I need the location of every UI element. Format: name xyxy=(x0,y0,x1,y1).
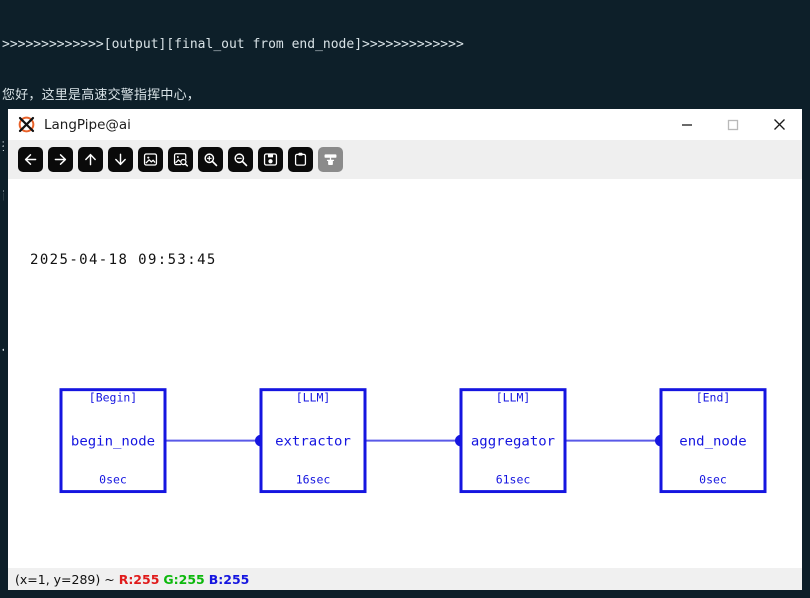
node-kind: [Begin] xyxy=(89,391,137,405)
up-button[interactable] xyxy=(78,147,103,172)
graph-canvas[interactable]: 2025-04-18 09:53:45 [Begin] begin_node xyxy=(8,179,802,568)
node-kind: [End] xyxy=(696,391,731,405)
node-kind: [LLM] xyxy=(296,391,331,405)
pixel-green-value: G:255 xyxy=(163,571,205,587)
node-name: aggregator xyxy=(471,434,555,450)
node-box xyxy=(459,388,567,494)
node-time: 0sec xyxy=(99,473,127,487)
window-title: LangPipe@ai xyxy=(44,116,131,133)
graph-node-begin_node[interactable]: [Begin] begin_node 0sec xyxy=(59,388,167,494)
arrow-up-icon xyxy=(85,153,96,166)
toolbar xyxy=(8,140,802,179)
node-name: end_node xyxy=(679,434,746,450)
node-time: 0sec xyxy=(699,473,727,487)
status-separator: ~ xyxy=(100,571,119,587)
minimize-icon xyxy=(682,123,692,126)
forward-button[interactable] xyxy=(48,147,73,172)
arrow-right-icon xyxy=(54,154,67,165)
pixel-red-value: R:255 xyxy=(118,571,160,587)
node-name: extractor xyxy=(275,434,351,450)
node-time: 61sec xyxy=(496,473,531,487)
node-box xyxy=(259,388,367,494)
down-button[interactable] xyxy=(108,147,133,172)
title-bar: LangPipe@ai xyxy=(8,109,802,140)
node-time: 16sec xyxy=(296,473,331,487)
clipboard-icon xyxy=(294,152,307,166)
zoom-in-button[interactable] xyxy=(198,147,223,172)
cursor-coordinates: (x=1, y=289) xyxy=(15,571,101,587)
node-box xyxy=(59,388,167,494)
image-icon xyxy=(143,153,158,166)
node-box xyxy=(659,388,767,494)
close-button[interactable] xyxy=(756,109,802,140)
copy-button[interactable] xyxy=(288,147,313,172)
fit-to-window-button[interactable] xyxy=(168,147,193,172)
terminal-line-greeting: 您好，这里是高速交警指挥中心， xyxy=(2,88,201,103)
close-icon xyxy=(773,119,785,130)
magnifier-minus-icon xyxy=(234,153,248,167)
pixel-blue-value: B:255 xyxy=(208,571,250,587)
maximize-icon xyxy=(727,119,739,130)
node-name: begin_node xyxy=(71,434,155,450)
minimize-button[interactable] xyxy=(664,109,710,140)
pipeline-graph: [Begin] begin_node 0sec [LLM] extractor … xyxy=(59,388,767,494)
paint-button xyxy=(318,147,343,172)
graph-node-end_node[interactable]: [End] end_node 0sec xyxy=(659,388,767,494)
magnifier-plus-icon xyxy=(204,153,218,167)
maximize-button[interactable] xyxy=(710,109,756,140)
graph-edges xyxy=(165,434,667,447)
run-timestamp: 2025-04-18 09:53:45 xyxy=(30,252,217,268)
graph-node-extractor[interactable]: [LLM] extractor 16sec xyxy=(259,388,367,494)
save-button[interactable] xyxy=(258,147,283,172)
arrow-down-icon xyxy=(115,153,126,166)
arrow-left-icon xyxy=(24,154,37,165)
terminal-line-header: >>>>>>>>>>>>>[output][final_out from end… xyxy=(2,37,464,52)
status-bar: (x=1, y=289) ~ R:255 G:255 B:255 xyxy=(8,568,802,590)
app-window: LangPipe@ai xyxy=(4,105,806,594)
zoom-out-button[interactable] xyxy=(228,147,253,172)
actual-size-button[interactable] xyxy=(138,147,163,172)
x-logo-icon xyxy=(18,116,35,133)
node-kind: [LLM] xyxy=(496,391,531,405)
image-search-icon xyxy=(173,153,189,167)
floppy-disk-icon xyxy=(263,153,278,166)
graph-node-aggregator[interactable]: [LLM] aggregator 61sec xyxy=(459,388,567,494)
back-button[interactable] xyxy=(18,147,43,172)
paint-roller-icon xyxy=(324,154,337,165)
